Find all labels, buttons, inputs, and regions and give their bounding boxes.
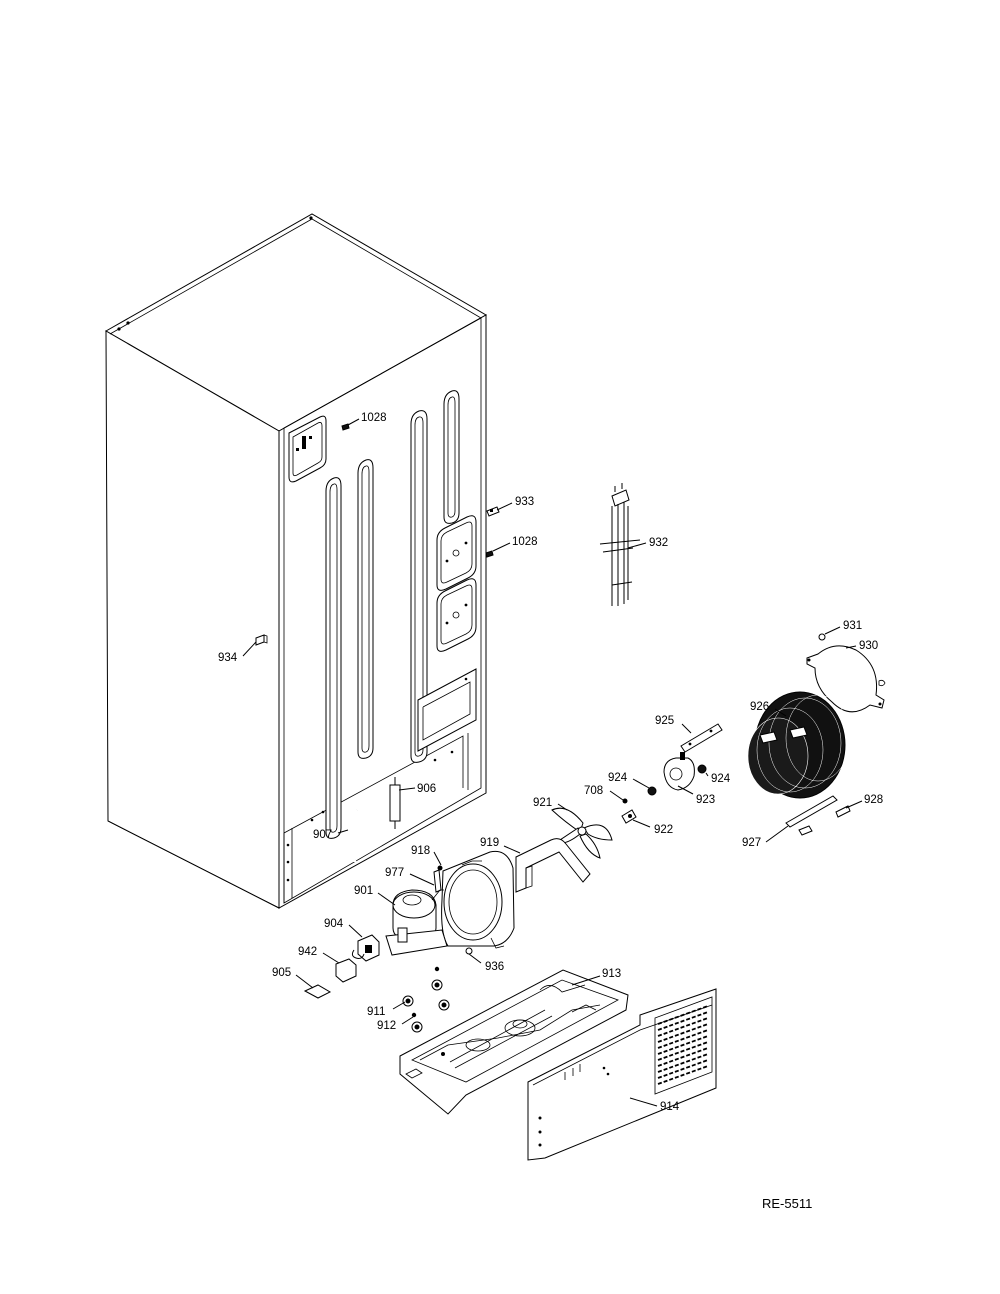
callout-918: 918	[411, 845, 430, 857]
callout-1028-mid: 1028	[512, 536, 538, 548]
callout-907: 907	[313, 829, 332, 841]
grommets-911	[402, 979, 450, 1033]
sleeves-912	[411, 966, 440, 1018]
callout-927: 927	[742, 837, 761, 849]
callout-905: 905	[272, 967, 291, 979]
callout-926: 926	[750, 701, 769, 713]
base-plate-913	[399, 969, 629, 1115]
grommet-931	[818, 633, 886, 687]
callout-925: 925	[655, 715, 674, 727]
screw-1028-mid	[485, 550, 494, 558]
callout-906: 906	[417, 783, 436, 795]
callout-901: 901	[354, 885, 373, 897]
callout-1028-top: 1028	[361, 412, 387, 424]
overload-942	[335, 958, 357, 983]
condenser-coil-926	[747, 691, 851, 799]
grommet-936	[465, 947, 473, 955]
reference-code: RE-5511	[762, 1196, 812, 1211]
callout-708: 708	[584, 785, 603, 797]
drain-tube-977	[433, 869, 442, 893]
retainer-708	[622, 798, 628, 804]
callout-labels: 1028 933 1028 932 934 931 930 926 925 92…	[218, 412, 883, 1211]
clamp-922	[621, 809, 637, 824]
callout-931: 931	[843, 620, 862, 632]
screw-1028-top	[341, 423, 350, 431]
fan-motor-bracket-925	[680, 723, 723, 753]
clip-905	[303, 984, 332, 999]
relay-904	[351, 934, 380, 962]
callout-922: 922	[654, 824, 673, 836]
shroud-gasket-930	[806, 645, 885, 713]
clip-934	[255, 634, 268, 646]
callout-933: 933	[515, 496, 534, 508]
condenser-brackets-927-928	[785, 795, 851, 836]
leader-lines	[242, 418, 863, 1107]
refrigerator-cabinet	[104, 213, 488, 909]
fan-shroud-918	[437, 850, 515, 949]
callout-919: 919	[480, 837, 499, 849]
bracket-933	[486, 506, 500, 517]
dryer-906	[389, 777, 401, 829]
compressor-901	[385, 889, 448, 956]
callout-923: 923	[696, 794, 715, 806]
callout-932: 932	[649, 537, 668, 549]
access-cover-914	[527, 988, 717, 1161]
drain-hose-907	[346, 809, 359, 863]
callout-936: 936	[485, 961, 504, 973]
callout-912: 912	[377, 1020, 396, 1032]
fan-blade-921	[551, 807, 613, 859]
callout-942: 942	[298, 946, 317, 958]
callout-914: 914	[660, 1101, 680, 1113]
callout-921: 921	[533, 797, 552, 809]
air-duct-919	[515, 838, 591, 893]
callout-928: 928	[864, 794, 883, 806]
callout-930: 930	[859, 640, 878, 652]
callout-904: 904	[324, 918, 344, 930]
callout-924-right: 924	[711, 773, 731, 785]
callout-934: 934	[218, 652, 238, 664]
callout-911: 911	[367, 1006, 385, 1018]
vent-grille	[654, 996, 713, 1095]
fan-motor-923	[663, 752, 695, 791]
callout-924-left: 924	[608, 772, 628, 784]
power-cord-932	[599, 483, 641, 606]
callout-913: 913	[602, 968, 621, 980]
callout-977: 977	[385, 867, 404, 879]
grommets-924	[647, 764, 707, 796]
